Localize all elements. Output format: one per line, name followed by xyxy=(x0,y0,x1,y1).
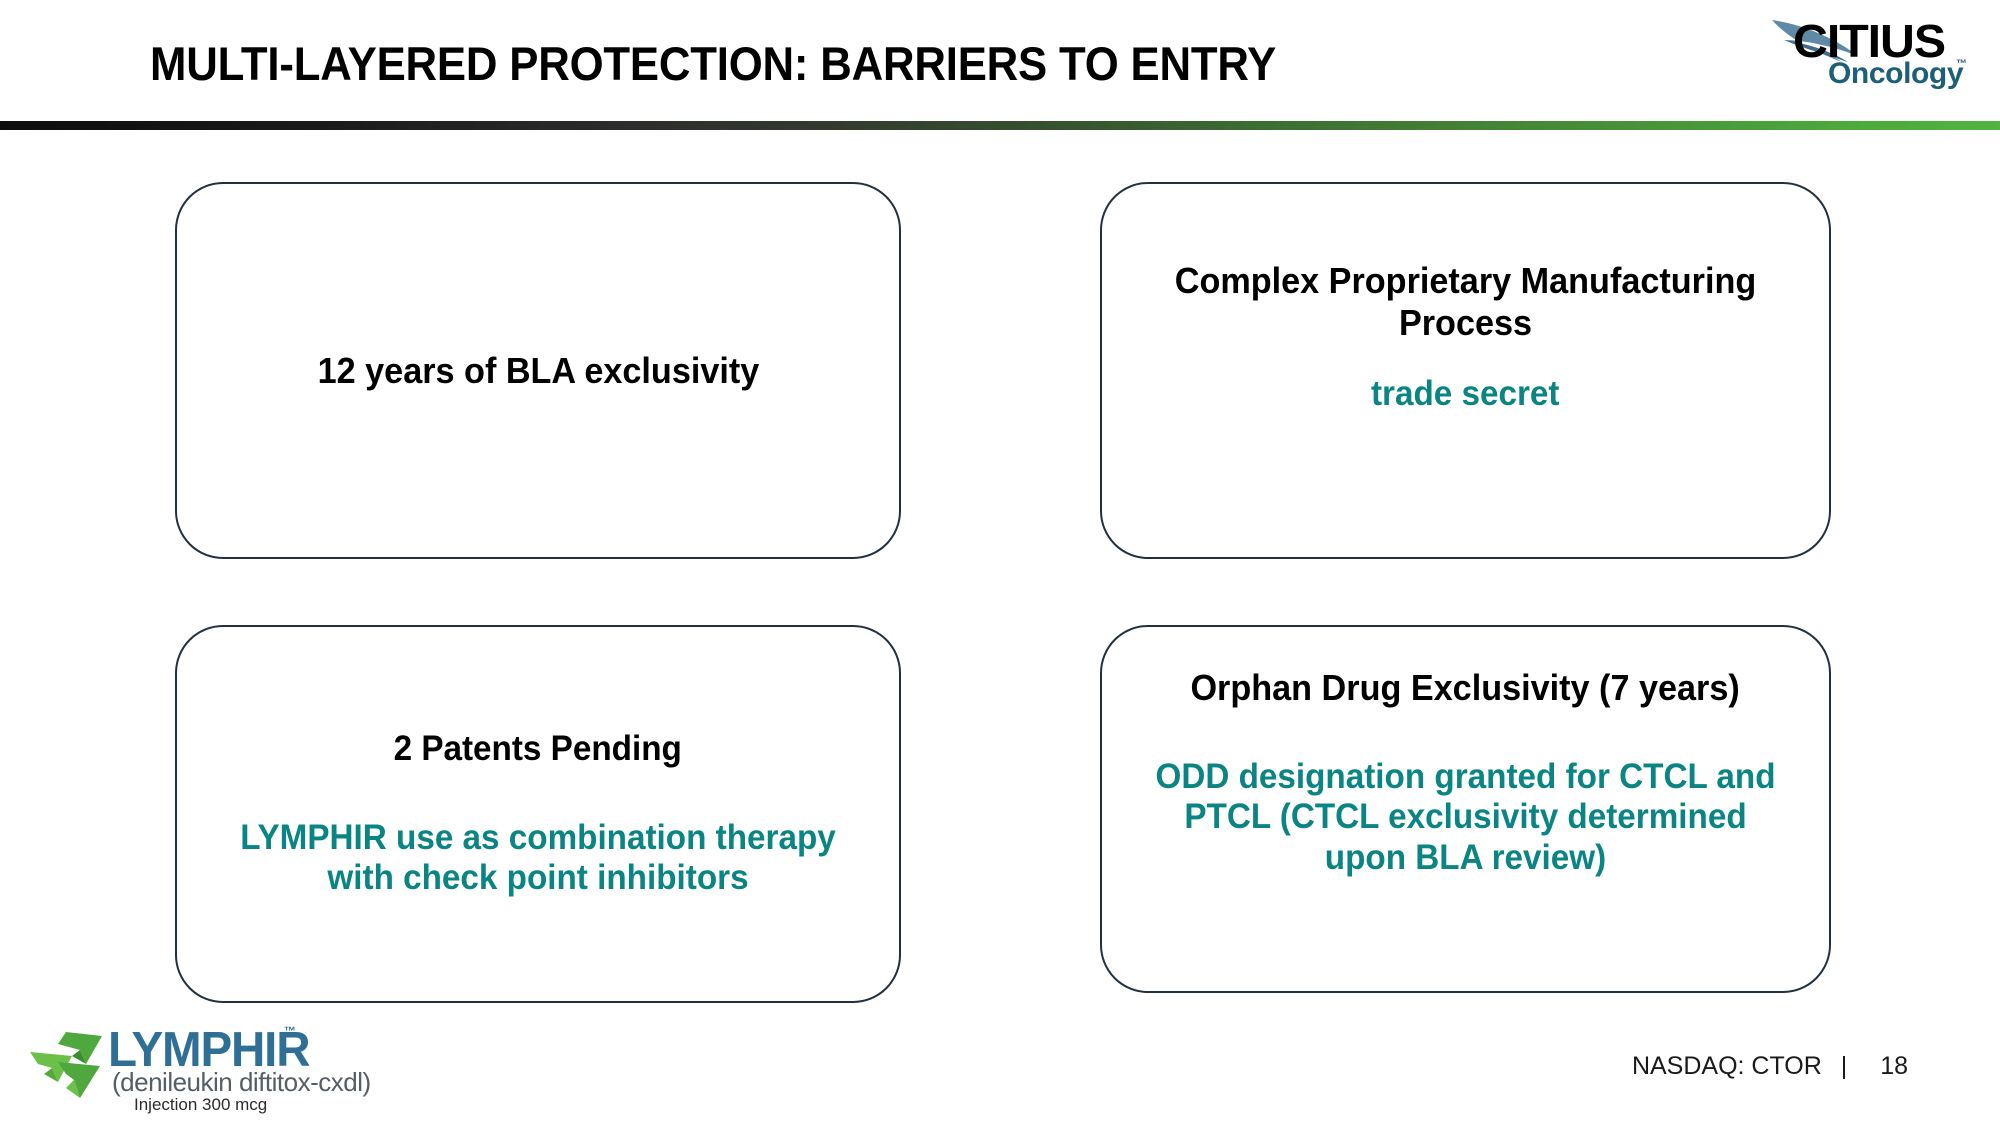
card-body: trade secret xyxy=(1371,373,1560,413)
ticker-label: NASDAQ: CTOR xyxy=(1631,1052,1822,1080)
swoosh-icon xyxy=(1772,20,1858,62)
card-patents-pending: 2 Patents Pending LYMPHIR use as combina… xyxy=(175,625,901,1003)
lymphir-arrow-mark-icon xyxy=(30,1032,102,1098)
footer: NASDAQ: CTOR | 18 xyxy=(1632,1052,1908,1081)
dose-label: Injection 300 mcg xyxy=(134,1095,268,1114)
card-body: ODD designation granted for CTCL and PTC… xyxy=(1155,756,1776,877)
card-heading: Complex Proprietary Manufacturing Proces… xyxy=(1174,260,1757,343)
header-divider-bar xyxy=(0,121,2000,130)
card-body: LYMPHIR use as combination therapy with … xyxy=(240,817,836,898)
footer-separator: | xyxy=(1840,1052,1848,1080)
citius-oncology-logo: CITIUS Oncology ™ xyxy=(1768,10,1978,95)
trademark-symbol: ™ xyxy=(284,1024,296,1038)
card-heading: 12 years of BLA exclusivity xyxy=(317,349,759,391)
card-heading: 2 Patents Pending xyxy=(393,729,683,768)
page-number: 18 xyxy=(1880,1052,1908,1080)
oncology-wordmark: Oncology xyxy=(1828,57,1964,90)
generic-name-label: (denileukin diftitox-cxdl) xyxy=(112,1067,371,1097)
card-orphan-drug-exclusivity: Orphan Drug Exclusivity (7 years) ODD de… xyxy=(1100,625,1831,993)
page-title: MULTI-LAYERED PROTECTION: BARRIERS TO EN… xyxy=(150,37,1277,90)
trademark-symbol: ™ xyxy=(1956,58,1967,70)
card-heading: Orphan Drug Exclusivity (7 years) xyxy=(1190,667,1741,708)
lymphir-product-logo: LYMPHIR ™ (denileukin diftitox-cxdl) Inj… xyxy=(28,1022,371,1114)
card-bla-exclusivity: 12 years of BLA exclusivity xyxy=(175,182,901,559)
citius-wordmark: CITIUS xyxy=(1793,15,1946,67)
card-manufacturing: Complex Proprietary Manufacturing Proces… xyxy=(1100,182,1831,559)
lymphir-wordmark: LYMPHIR xyxy=(108,1023,311,1077)
